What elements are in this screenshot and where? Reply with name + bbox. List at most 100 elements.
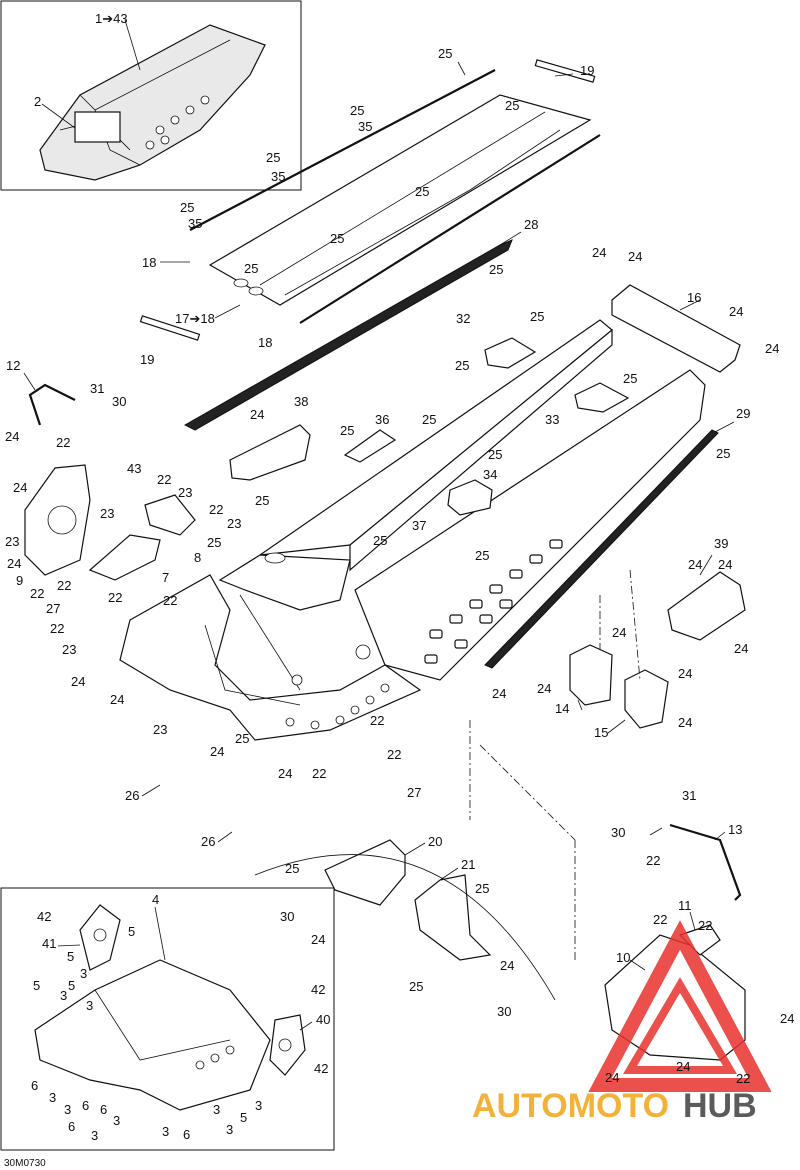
callout-25: 25 [422, 412, 436, 427]
overview-inset-box [0, 0, 302, 191]
callout-38: 38 [294, 394, 308, 409]
callout-25: 25 [285, 861, 299, 876]
bracket-37 [447, 479, 493, 516]
callout-42: 42 [311, 982, 325, 997]
callout-23: 23 [227, 516, 241, 531]
rail-18-upper [189, 69, 496, 231]
callout-2: 2 [34, 94, 41, 109]
callout-24: 24 [7, 556, 21, 571]
callout-25: 25 [373, 533, 387, 548]
callout-25: 25 [207, 535, 221, 550]
callout-43: 43 [127, 461, 141, 476]
callout-39: 39 [714, 536, 728, 551]
callout-14: 14 [555, 701, 569, 716]
tunnel-scoops [285, 539, 563, 730]
callout-36: 36 [375, 412, 389, 427]
front-detail-sketch [34, 904, 306, 1111]
callout-3: 3 [86, 998, 93, 1013]
bracket-36 [343, 429, 397, 463]
callout-25: 25 [716, 446, 730, 461]
callout-25: 25 [330, 231, 344, 246]
callout-30: 30 [112, 394, 126, 409]
callout-25: 25 [489, 262, 503, 277]
callout-35: 35 [271, 169, 285, 184]
callout-24: 24 [605, 1070, 619, 1085]
callout-27: 27 [407, 785, 421, 800]
callout-25: 25 [438, 46, 452, 61]
step-arc [254, 854, 556, 1001]
callout-23: 23 [153, 722, 167, 737]
callout-22: 22 [646, 853, 660, 868]
callout-25: 25 [475, 548, 489, 563]
callout-22: 22 [653, 912, 667, 927]
callout-24: 24 [592, 245, 606, 260]
callout-24: 24 [678, 666, 692, 681]
callout-5: 5 [33, 978, 40, 993]
callout-5: 5 [240, 1110, 247, 1125]
callout-18: 18 [142, 255, 156, 270]
step-20 [324, 839, 406, 906]
callout-23: 23 [62, 642, 76, 657]
overview-frame-sketch [39, 24, 266, 181]
callout-17-18: 17➔18 [175, 311, 215, 326]
callout-22: 22 [312, 766, 326, 781]
bracket-15 [624, 669, 669, 729]
callout-26: 26 [201, 834, 215, 849]
callout-24: 24 [110, 692, 124, 707]
callout-24: 24 [5, 429, 19, 444]
callout-6: 6 [82, 1098, 89, 1113]
callout-24: 24 [612, 625, 626, 640]
callout-34: 34 [483, 467, 497, 482]
callout-24: 24 [780, 1011, 794, 1026]
callout-25: 25 [350, 103, 364, 118]
rail-19-top [534, 59, 596, 83]
callout-24: 24 [71, 674, 85, 689]
callout-25: 25 [266, 150, 280, 165]
callout-28: 28 [524, 217, 538, 232]
bracket-32 [484, 337, 537, 369]
callout-31: 31 [90, 381, 104, 396]
callout-1-43: 1➔43 [95, 11, 128, 26]
callout-30: 30 [611, 825, 625, 840]
callout-3: 3 [255, 1098, 262, 1113]
callout-25: 25 [255, 493, 269, 508]
callout-20: 20 [428, 834, 442, 849]
callout-25: 25 [475, 881, 489, 896]
callout-29: 29 [736, 406, 750, 421]
callout-24: 24 [676, 1059, 690, 1074]
bracket-16 [611, 284, 741, 373]
front-detail-inset-box [0, 887, 335, 1151]
main-chassis [119, 319, 706, 741]
callout-24: 24 [210, 744, 224, 759]
callout-25: 25 [180, 200, 194, 215]
callout-12: 12 [6, 358, 20, 373]
callout-24: 24 [729, 304, 743, 319]
rail-19-left [139, 315, 201, 341]
callout-3: 3 [80, 966, 87, 981]
callout-22: 22 [157, 472, 171, 487]
callout-23: 23 [5, 534, 19, 549]
callout-3: 3 [60, 988, 67, 1003]
callout-22: 22 [387, 747, 401, 762]
callout-32: 32 [456, 311, 470, 326]
callout-24: 24 [765, 341, 779, 356]
callout-25: 25 [244, 261, 258, 276]
bracket-33 [574, 382, 630, 413]
callout-22: 22 [57, 578, 71, 593]
callout-24: 24 [250, 407, 264, 422]
callout-24: 24 [537, 681, 551, 696]
callout-31: 31 [682, 788, 696, 803]
callout-26: 26 [125, 788, 139, 803]
callout-25: 25 [409, 979, 423, 994]
watermark-brand-part2: HUB [683, 1087, 757, 1125]
callout-33: 33 [545, 412, 559, 427]
callout-labels: 1➔43 2 25 19 25 25 35 25 35 25 25 35 25 … [5, 11, 794, 1143]
callout-8: 8 [194, 550, 201, 565]
callout-24: 24 [278, 766, 292, 781]
bumper-12 [28, 383, 76, 426]
tunnel-plate [208, 94, 592, 306]
callout-23: 23 [100, 506, 114, 521]
callout-3: 3 [64, 1102, 71, 1117]
callout-25: 25 [623, 371, 637, 386]
